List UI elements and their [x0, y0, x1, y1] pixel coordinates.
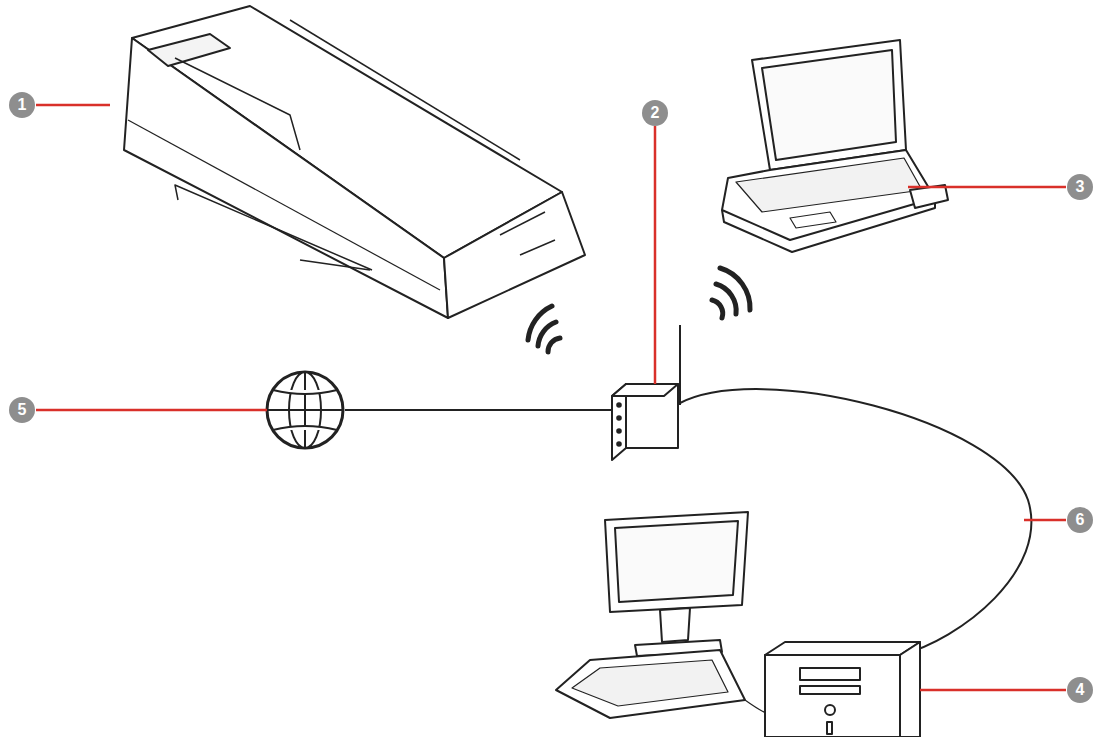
internet-globe: [267, 372, 343, 448]
callout-number: 6: [1067, 507, 1093, 533]
callout-number: 4: [1067, 677, 1093, 703]
cable-wires: [345, 389, 1031, 655]
callout-number: 2: [642, 100, 668, 126]
leader-lines: [36, 105, 1066, 690]
callout-number: 3: [1067, 174, 1093, 200]
wifi-signal: [528, 268, 750, 352]
printer-illustration: [124, 6, 585, 318]
router-illustration: [612, 325, 680, 460]
desktop-illustration: [556, 512, 920, 737]
callout-number: 1: [9, 92, 35, 118]
callout-number: 5: [9, 397, 35, 423]
laptop-illustration: [722, 40, 948, 252]
